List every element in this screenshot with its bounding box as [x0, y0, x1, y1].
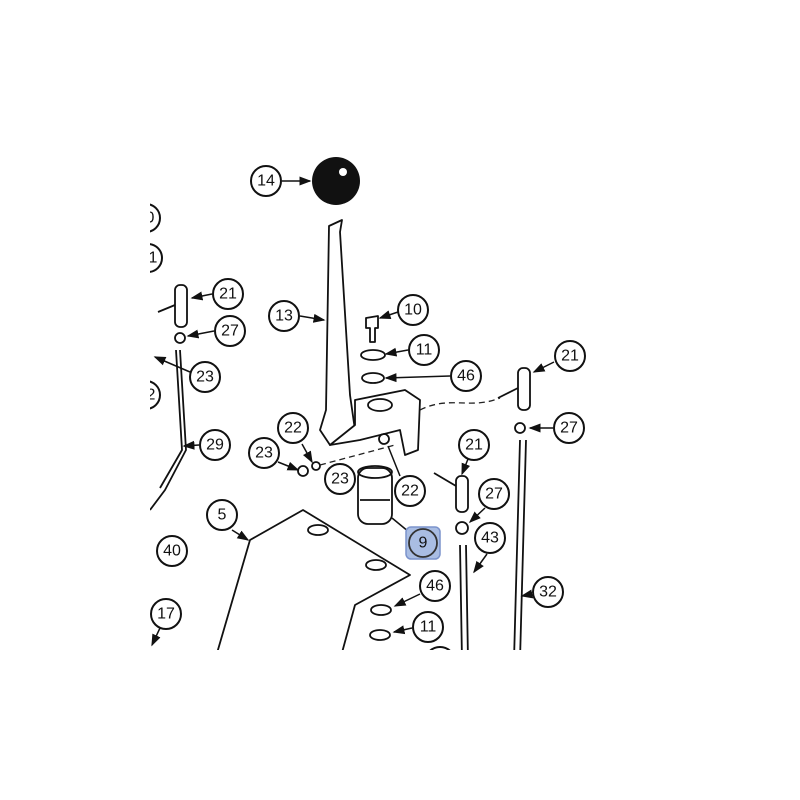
callout-23-b[interactable]: 23 — [324, 463, 356, 495]
tee-mid-part — [455, 475, 469, 513]
callout-14[interactable]: 14 — [250, 165, 282, 197]
svg-text:9: 9 — [419, 535, 428, 552]
svg-text:0: 0 — [146, 210, 155, 227]
svg-text:23: 23 — [331, 471, 349, 488]
callout-21-left[interactable]: 21 — [212, 278, 244, 310]
svg-text:21: 21 — [465, 437, 483, 454]
rod-32 — [513, 439, 527, 650]
callout-partial-c: 2 — [147, 380, 161, 410]
bolt-part — [365, 315, 379, 343]
svg-text:43: 43 — [481, 530, 499, 547]
svg-text:40: 40 — [163, 543, 181, 560]
tee-right-part — [517, 367, 531, 411]
callout-46[interactable]: 46 — [450, 360, 482, 392]
lever-part — [319, 219, 356, 446]
svg-text:10: 10 — [404, 302, 422, 319]
svg-text:17: 17 — [157, 606, 175, 623]
callout-43[interactable]: 43 — [474, 522, 506, 554]
svg-text:5: 5 — [218, 507, 227, 524]
svg-text:1: 1 — [149, 250, 158, 267]
callout-partial-a: 0 — [146, 203, 161, 233]
svg-text:21: 21 — [219, 286, 237, 303]
svg-text:46: 46 — [457, 368, 475, 385]
callout-23-a[interactable]: 23 — [248, 437, 280, 469]
callout-27-mid[interactable]: 27 — [478, 478, 510, 510]
knob-part — [312, 157, 360, 205]
bracket-part — [329, 389, 421, 456]
svg-text:27: 27 — [560, 420, 578, 437]
callout-23-left[interactable]: 23 — [189, 361, 221, 393]
callout-27-right[interactable]: 27 — [553, 412, 585, 444]
svg-text:13: 13 — [275, 308, 293, 325]
callout-32[interactable]: 32 — [532, 576, 564, 608]
callout-21-mid[interactable]: 21 — [458, 429, 490, 461]
callout-10[interactable]: 10 — [397, 294, 429, 326]
washer-part — [360, 349, 386, 361]
callout-22-b[interactable]: 22 — [394, 475, 426, 507]
callout-17[interactable]: 17 — [150, 598, 182, 630]
svg-text:2: 2 — [147, 387, 156, 404]
lockwasher-part — [361, 372, 385, 384]
rod-left — [150, 349, 187, 511]
callout-21-right[interactable]: 21 — [554, 340, 586, 372]
svg-text:27: 27 — [221, 323, 239, 340]
callout-11[interactable]: 11 — [408, 334, 440, 366]
svg-text:27: 27 — [485, 486, 503, 503]
callout-27-left[interactable]: 27 — [214, 315, 246, 347]
svg-text:22: 22 — [401, 483, 419, 500]
rod-43 — [459, 544, 469, 650]
plate-part — [216, 509, 411, 650]
svg-text:29: 29 — [206, 437, 224, 454]
callout-13[interactable]: 13 — [268, 300, 300, 332]
callout-46-low[interactable]: 46 — [419, 570, 451, 602]
svg-text:46: 46 — [426, 578, 444, 595]
tee-left-part — [174, 284, 188, 328]
svg-text:23: 23 — [255, 445, 273, 462]
callout-5[interactable]: 5 — [206, 499, 238, 531]
svg-text:11: 11 — [420, 619, 437, 636]
callout-partial-b: 1 — [149, 243, 163, 273]
callout-partial-d — [429, 646, 451, 650]
callout-22-a[interactable]: 22 — [277, 412, 309, 444]
callout-40[interactable]: 40 — [156, 535, 188, 567]
svg-text:22: 22 — [284, 420, 302, 437]
svg-text:32: 32 — [539, 584, 557, 601]
svg-text:14: 14 — [257, 173, 275, 190]
callout-29[interactable]: 29 — [199, 429, 231, 461]
joint-part — [357, 465, 393, 525]
svg-text:23: 23 — [196, 369, 214, 386]
svg-text:21: 21 — [561, 348, 579, 365]
callout-11-low[interactable]: 11 — [412, 611, 444, 643]
callout-9-highlighted[interactable]: 9 — [405, 526, 441, 560]
svg-text:11: 11 — [416, 342, 433, 359]
